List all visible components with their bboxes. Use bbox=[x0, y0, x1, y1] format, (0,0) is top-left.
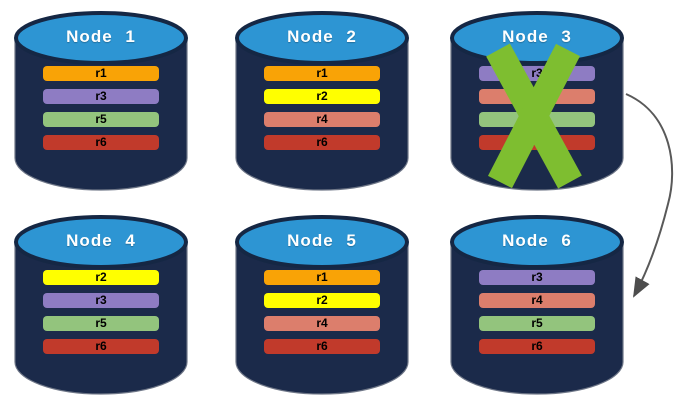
replica-bar: r1 bbox=[43, 66, 159, 81]
node-2: Node 2 r1 r2 r4 r6 bbox=[233, 8, 411, 196]
replica-bar: r4 bbox=[264, 112, 380, 127]
node-3-title: Node 3 bbox=[502, 27, 572, 46]
replica-bar: r2 bbox=[264, 89, 380, 104]
replica-bar: r5 bbox=[43, 316, 159, 331]
replica-bar: r2 bbox=[264, 293, 380, 308]
node-6-replicas: r3 r4 r5 r6 bbox=[448, 212, 626, 400]
failover-arrow-icon bbox=[625, 93, 674, 298]
node-5: Node 5 r1 r2 r4 r6 bbox=[233, 212, 411, 400]
replica-bar: r1 bbox=[264, 66, 380, 81]
replica-bar: r4 bbox=[264, 316, 380, 331]
replica-bar: r3 bbox=[43, 293, 159, 308]
node-4: Node 4 r2 r3 r5 r6 bbox=[12, 212, 190, 400]
replica-bar: r2 bbox=[43, 270, 159, 285]
node-1-replicas: r1 r3 r5 r6 bbox=[12, 8, 190, 196]
node-2-replicas: r1 r2 r4 r6 bbox=[233, 8, 411, 196]
replica-bar: r3 bbox=[43, 89, 159, 104]
replica-bar: r6 bbox=[43, 339, 159, 354]
node-4-replicas: r2 r3 r5 r6 bbox=[12, 212, 190, 400]
replica-bar: r3 bbox=[479, 270, 595, 285]
failure-x-icon bbox=[486, 43, 582, 189]
node-2-title: Node 2 bbox=[287, 27, 357, 46]
replica-bar: r4 bbox=[479, 293, 595, 308]
node-1-title: Node 1 bbox=[66, 27, 136, 46]
node-6: Node 6 r3 r4 r5 r6 bbox=[448, 212, 626, 400]
node-5-replicas: r1 r2 r4 r6 bbox=[233, 212, 411, 400]
node-4-title: Node 4 bbox=[66, 231, 136, 250]
replica-bar: r6 bbox=[264, 135, 380, 150]
node-1: Node 1 r1 r3 r5 r6 bbox=[12, 8, 190, 196]
replica-bar: r6 bbox=[264, 339, 380, 354]
replica-bar: r1 bbox=[264, 270, 380, 285]
node-5-title: Node 5 bbox=[287, 231, 357, 250]
replica-bar: r5 bbox=[479, 316, 595, 331]
replica-bar: r5 bbox=[43, 112, 159, 127]
node-3: Node 3 r3 r4 r5 r6 bbox=[448, 8, 626, 196]
replica-bar: r6 bbox=[479, 339, 595, 354]
node-6-title: Node 6 bbox=[502, 231, 572, 250]
replica-bar: r6 bbox=[43, 135, 159, 150]
